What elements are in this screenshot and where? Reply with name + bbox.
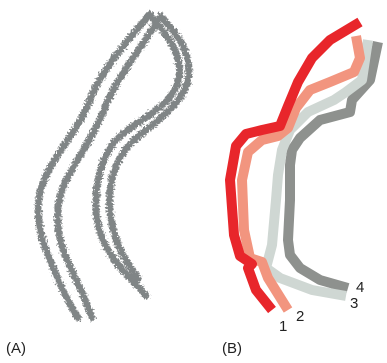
- micrograph-chromatid-3: [96, 18, 180, 296]
- strand-1-label: 1: [279, 318, 287, 335]
- strand-2-label: 2: [296, 308, 304, 325]
- micrograph-panel-a: [38, 14, 189, 318]
- strand-diagram-panel-b: [230, 22, 378, 310]
- panel-b-label: (B): [222, 340, 242, 357]
- strand-3: [266, 40, 368, 296]
- strand-3-label: 3: [350, 295, 358, 312]
- panel-a-label: (A): [6, 340, 26, 357]
- strand-4-label: 4: [356, 279, 364, 296]
